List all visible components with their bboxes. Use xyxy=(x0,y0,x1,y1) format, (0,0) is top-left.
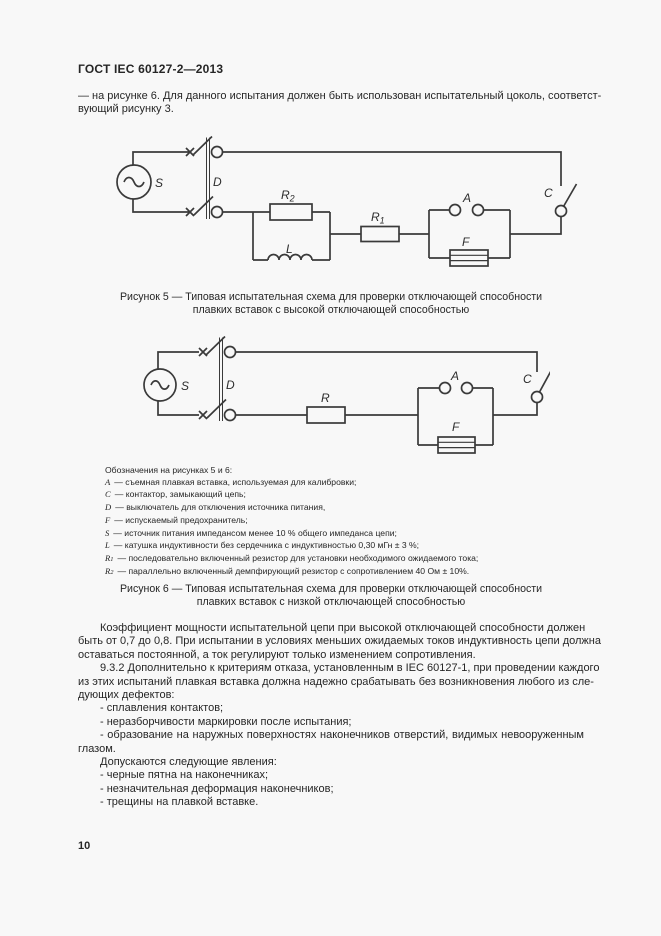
legend-item: L— катушка индуктивности без сердечника … xyxy=(105,540,420,551)
figure5-wires xyxy=(116,135,578,267)
legend-item: D— выключатель для отключения источника … xyxy=(105,502,326,513)
label-l: L xyxy=(286,242,293,256)
figure5-caption-line1: Рисунок 5 — Типовая испытательная схема … xyxy=(119,291,543,303)
paragraph: Допускаются следующие явления: xyxy=(78,756,584,769)
label-r: R xyxy=(321,391,330,405)
supply-switch-d-icon xyxy=(198,336,237,422)
ac-source-icon xyxy=(143,368,177,402)
fuse-f-icon xyxy=(437,436,476,454)
paragraph: - черные пятна на наконечниках; xyxy=(78,769,584,782)
legend-item: C— контактор, замыкающий цепь; xyxy=(105,489,246,500)
legend: Обозначения на рисунках 5 и 6: A— съемна… xyxy=(105,465,605,578)
paragraph: - сплавления контактов; xyxy=(78,702,584,715)
figure5-circuit-diagram: S D R2 L R1 A F C xyxy=(116,135,578,267)
label-f: F xyxy=(452,420,460,434)
page-number: 10 xyxy=(78,840,91,852)
text-line: — на рисунке 6. Для данного испытания до… xyxy=(78,90,602,102)
supply-switch-d-icon xyxy=(185,135,224,219)
text-line: из этих испытаний плавкая вставка должна… xyxy=(78,675,594,688)
calibration-link-a-icon xyxy=(438,381,474,395)
text-line: - сплавления контактов; xyxy=(100,702,224,715)
figure6-circuit-diagram: S D R A F C xyxy=(143,336,550,454)
intro-paragraph: — на рисунке 6. Для данного испытания до… xyxy=(78,90,602,117)
legend-item: F— испускаемый предохранитель; xyxy=(105,514,248,525)
label-a: A xyxy=(450,369,459,383)
legend-item: R2— параллельно включенный демпфирующий … xyxy=(105,565,470,576)
label-f: F xyxy=(462,235,470,249)
text-line: 9.3.2 Дополнительно к критериям отказа, … xyxy=(100,662,600,675)
figure5-caption-line2: плавких вставок с высокой отключающей сп… xyxy=(192,304,470,316)
text-line: - трещины на плавкой вставке. xyxy=(100,796,259,809)
text-line: вующий рисунку 3. xyxy=(78,103,174,116)
label-c: C xyxy=(523,372,532,386)
text-line: Допускаются следующие явления: xyxy=(100,756,277,769)
legend-item: S— источник питания импедансом менее 10 … xyxy=(105,527,397,538)
paragraph: — на рисунке 6. Для данного испытания до… xyxy=(78,90,602,117)
label-d: D xyxy=(213,175,222,189)
contactor-c-icon xyxy=(554,183,578,218)
text-line: глазом. xyxy=(78,742,116,755)
figure6-caption-line2: плавких вставок с низкой отключающей спо… xyxy=(196,596,466,608)
body-paragraphs: Коэффициент мощности испытательной цепи … xyxy=(78,622,601,810)
figure6-caption-line1: Рисунок 6 — Типовая испытательная схема … xyxy=(119,583,543,595)
paragraph: 9.3.2 Дополнительно к критериям отказа, … xyxy=(78,662,600,702)
series-resistor-r1-icon xyxy=(360,225,400,243)
contactor-c-icon xyxy=(530,370,550,404)
standard-number-header: ГОСТ IEC 60127-2—2013 xyxy=(78,62,224,76)
figure6-wires xyxy=(143,336,550,454)
inductor-l-icon xyxy=(267,253,313,261)
text-line: - неразборчивости маркировки после испыт… xyxy=(100,715,352,728)
text-line: Коэффициент мощности испытательной цепи … xyxy=(100,622,586,634)
paragraph: - неразборчивости маркировки после испыт… xyxy=(78,716,584,729)
calibration-link-a-icon xyxy=(448,203,485,217)
text-line: оставаться постоянной, а ток регулируют … xyxy=(78,648,476,661)
paragraph: - образование на наружных поверхностях н… xyxy=(78,729,584,756)
ac-source-icon xyxy=(116,164,152,200)
resistor-r-icon xyxy=(306,406,346,424)
figure6-caption: Рисунок 6 — Типовая испытательная схема … xyxy=(78,583,584,609)
text-line: дующих дефектов: xyxy=(78,689,175,702)
label-d: D xyxy=(226,378,235,392)
label-s: S xyxy=(155,176,163,190)
damping-resistor-r2-icon xyxy=(269,203,313,221)
paragraph: - трещины на плавкой вставке. xyxy=(78,796,584,809)
figure5-caption: Рисунок 5 — Типовая испытательная схема … xyxy=(78,291,584,317)
legend-item: R1— последовательно включенный резистор … xyxy=(105,552,479,563)
label-a: A xyxy=(462,191,471,205)
text-line: - черные пятна на наконечниках; xyxy=(100,769,269,782)
label-s: S xyxy=(181,379,189,393)
paragraph: - незначительная деформация наконечников… xyxy=(78,783,584,796)
text-line: - незначительная деформация наконечников… xyxy=(100,782,334,795)
text-line: - образование на наружных поверхностях н… xyxy=(100,729,584,742)
paragraph: Коэффициент мощности испытательной цепи … xyxy=(78,622,601,662)
fuse-f-icon xyxy=(449,249,489,267)
text-line: быть от 0,7 до 0,8. При испытании в усло… xyxy=(78,635,601,648)
legend-title: Обозначения на рисунках 5 и 6: xyxy=(105,465,233,475)
label-r2: R2 xyxy=(281,188,295,204)
label-c: C xyxy=(544,186,553,200)
label-r1: R1 xyxy=(371,210,385,226)
legend-item: A— съемная плавкая вставка, используемая… xyxy=(105,476,357,487)
